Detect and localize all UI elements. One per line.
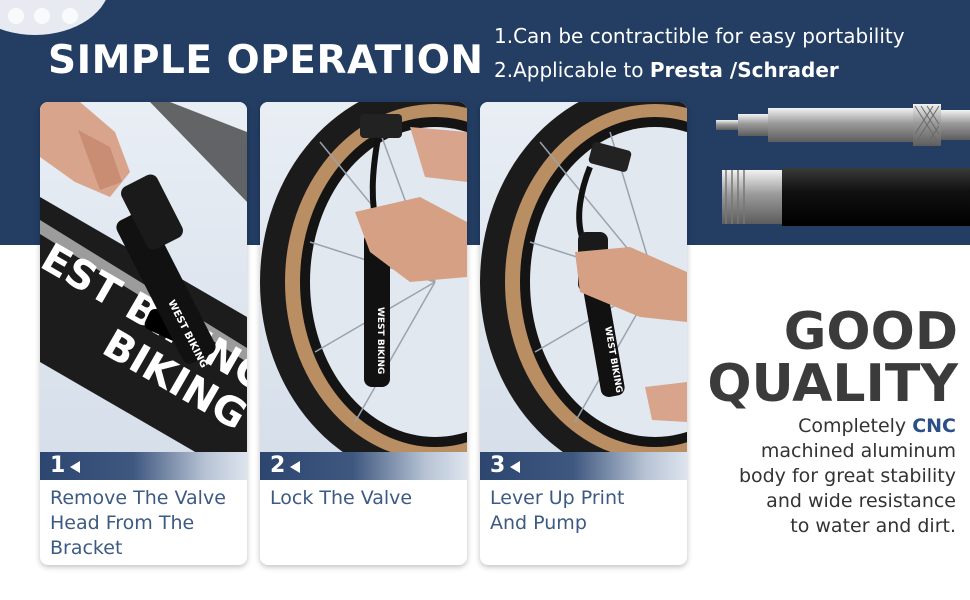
presta-valve-image [716,104,970,146]
wheel-illustration: WEST BIKING [480,102,687,452]
step-arrow-icon [70,461,80,473]
feature-valve-compatibility: 2.Applicable to Presta /Schrader [494,58,839,82]
step-number-bar: 2 [260,452,467,480]
quality-desc-line-5: to water and dirt. [790,515,956,537]
step-number-bar: 3 [480,452,687,480]
step-photo-lever-up-pump: WEST BIKING [480,102,687,452]
step-arrow-icon [290,461,300,473]
quality-description: Completely CNC machined aluminum body fo… [676,414,956,539]
cnc-highlight: CNC [912,415,956,437]
hand-illustration [410,127,467,182]
quality-desc-line-4: and wide resistance [766,490,956,512]
step-card-1: EST BIKING BIKING WEST BIKING 1 Remove T… [40,102,247,565]
step-description: Remove The Valve Head From The Bracket [50,487,226,559]
step-description: Lock The Valve [270,487,413,509]
decorative-dot [62,8,78,24]
bike-frame-illustration: EST BIKING BIKING WEST BIKING [40,102,247,452]
step-card-3: WEST BIKING 3 Lever Up Print And Pump [480,102,687,565]
quality-desc-line-2: machined aluminum [760,440,956,462]
step-number: 2 [270,453,286,478]
decorative-dot [8,8,24,24]
pump-brand-label: WEST BIKING [375,307,385,374]
step-photo-lock-valve: WEST BIKING [260,102,467,452]
step-card-2: WEST BIKING 2 Lock The Valve [260,102,467,565]
step-photo-remove-valve: EST BIKING BIKING WEST BIKING [40,102,247,452]
step-number: 1 [50,453,66,478]
quality-title-line-2: QUALITY [707,354,958,414]
step-arrow-icon [510,461,520,473]
wheel-illustration: WEST BIKING [260,102,467,452]
quality-title-line-1: GOOD [783,302,958,362]
schrader-valve-image [722,168,970,226]
step-number: 3 [490,453,506,478]
quality-desc-prefix: Completely [798,415,913,437]
mini-pump-illustration: WEST BIKING [116,174,216,370]
page-title: SIMPLE OPERATION [48,38,484,83]
quality-desc-line-1: Completely CNC [676,414,956,439]
quality-desc-line-3: body for great stability [738,465,956,487]
decorative-dot [34,8,50,24]
step-number-bar: 1 [40,452,247,480]
feature-valve-types: Presta /Schrader [649,58,839,82]
feature-valve-prefix: 2.Applicable to [494,58,650,82]
hand-illustration [575,247,687,322]
feature-portability: 1.Can be contractible for easy portabili… [494,24,905,48]
step-description: Lever Up Print And Pump [490,487,625,534]
